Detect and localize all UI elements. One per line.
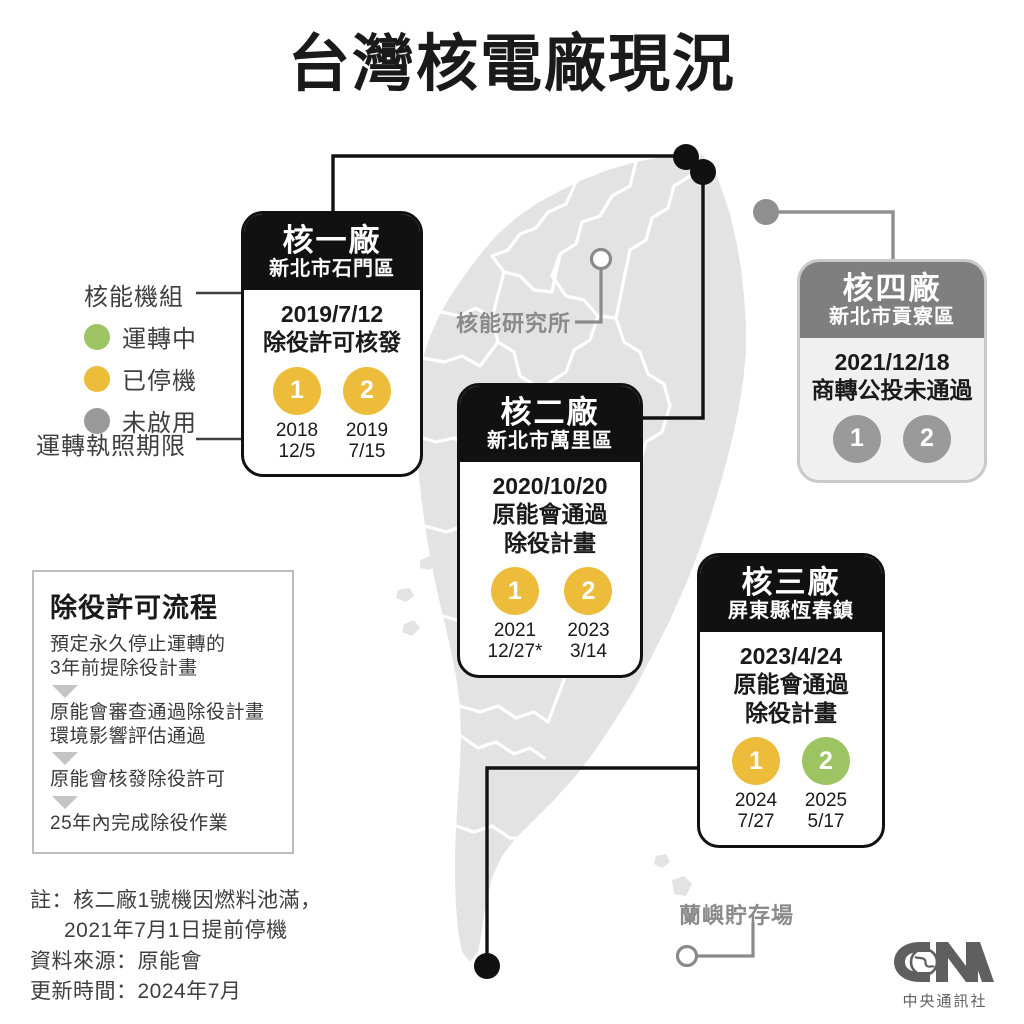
arrow-down-icon	[52, 795, 78, 809]
plant-card-3-status: 2023/4/24 原能會通過 除役計畫	[733, 642, 849, 726]
plant-card-2[interactable]: 核二廠 新北市萬里區 2020/10/20 原能會通過 除役計畫 1 2021 …	[457, 383, 643, 678]
map-marker-plant-4	[753, 199, 779, 225]
legend-swatch-green	[84, 323, 110, 350]
plant-card-1-unit-2[interactable]: 2 2019 7/15	[343, 366, 391, 463]
plant-card-2-status: 2020/10/20 原能會通過 除役計畫	[492, 472, 608, 556]
footnote-updated: 更新時間：2024年7月	[30, 980, 242, 1004]
plant-card-2-unit-1[interactable]: 1 2021 12/27*	[487, 567, 543, 663]
unit-license-date: 2025 5/17	[804, 790, 848, 833]
plant-card-4-location: 新北市貢寮區	[829, 306, 955, 329]
connector-plant-3	[485, 766, 700, 966]
unit-status-dot-shutdown: 2	[564, 567, 613, 616]
unit-license-date: 2018 12/5	[275, 419, 319, 462]
plant-card-4-units: 1 2	[808, 414, 976, 468]
map-marker-research-institute	[589, 247, 613, 271]
legend-label-operating: 運轉中	[122, 326, 197, 353]
connector-plant-4	[772, 210, 895, 262]
plant-card-1-status: 2019/7/12 除役許可核發	[263, 300, 401, 356]
legend-item-never-activated: 未啟用	[84, 403, 294, 438]
plant-card-2-units: 1 2021 12/27* 2 2023 3/14	[468, 567, 632, 663]
connector-plant-2	[640, 172, 705, 420]
footnotes: 註：核二廠1號機因燃料池滿， 2021年7月1日提前停機 資料來源：原能會 更新…	[30, 886, 322, 1008]
connector-orchid-island	[697, 922, 755, 958]
map-label-orchid-island-storage: 蘭嶼貯存場	[679, 903, 795, 928]
plant-card-2-body: 2020/10/20 原能會通過 除役計畫 1 2021 12/27* 2 20…	[460, 462, 640, 675]
process-step-1: 預定永久停止運轉的 3年前提除役計畫	[50, 634, 226, 680]
process-step-4: 25年內完成除役作業	[50, 812, 229, 834]
plant-card-1-name: 核一廠	[282, 223, 382, 258]
plant-card-1-unit-1[interactable]: 1 2018 12/5	[273, 366, 321, 463]
plant-card-3-body: 2023/4/24 原能會通過 除役計畫 1 2024 7/27 2 2025 …	[700, 632, 882, 845]
unit-status-dot-shutdown: 1	[490, 567, 539, 616]
plant-card-4[interactable]: 核四廠 新北市貢寮區 2021/12/18 商轉公投未通過 1 2	[797, 259, 987, 483]
decommission-process-box: 除役許可流程 預定永久停止運轉的 3年前提除役計畫 原能會審查通過除役計畫 環境…	[32, 570, 294, 854]
process-title: 除役許可流程	[50, 593, 218, 623]
unit-status-dot-shutdown: 1	[273, 366, 321, 415]
unit-status-dot-operating: 2	[802, 737, 850, 786]
plant-card-3-unit-1[interactable]: 1 2024 7/27	[732, 737, 780, 833]
legend: 核能機組 運轉中 已停機 未啟用	[84, 277, 294, 438]
plant-card-1-header: 核一廠 新北市石門區	[244, 214, 420, 290]
plant-card-3-unit-2[interactable]: 2 2025 5/17	[802, 737, 850, 833]
footnote-line-2: 2021年7月1日提前停機	[64, 919, 288, 943]
plant-card-3-name: 核三廠	[741, 565, 841, 600]
process-step-2: 原能會審查通過除役計畫 環境影響評估通過	[50, 701, 265, 747]
footnote-line-1: 註：核二廠1號機因燃料池滿，	[30, 889, 322, 912]
map-marker-plant-3	[474, 953, 500, 979]
legend-label-shutdown: 已停機	[122, 368, 197, 395]
unit-license-date: 2023 3/14	[567, 620, 610, 663]
cna-logo-name: 中央通訊社	[902, 993, 988, 1010]
legend-label-license-period: 運轉執照期限	[36, 433, 186, 460]
legend-item-operating: 運轉中	[84, 319, 294, 354]
plant-card-2-header: 核二廠 新北市萬里區	[460, 386, 640, 462]
page-title: 台灣核電廠現況	[287, 30, 736, 99]
connector-research-institute	[575, 268, 603, 324]
connector-plant-1	[331, 154, 685, 214]
arrow-down-icon	[52, 684, 78, 698]
plant-card-3[interactable]: 核三廠 屏東縣恆春鎮 2023/4/24 原能會通過 除役計畫 1 2024 7…	[697, 553, 885, 848]
plant-card-4-name: 核四廠	[842, 271, 942, 306]
unit-status-dot-shutdown: 2	[343, 366, 391, 415]
map-marker-plant-2	[690, 159, 716, 185]
unit-status-dot-inactive: 2	[903, 414, 951, 463]
plant-card-4-body: 2021/12/18 商轉公投未通過 1 2	[800, 338, 984, 480]
plant-card-4-status: 2021/12/18 商轉公投未通過	[811, 348, 973, 404]
legend-item-shutdown: 已停機	[84, 361, 294, 396]
unit-license-date: 2024 7/27	[734, 790, 778, 833]
legend-swatch-grey	[84, 407, 110, 434]
footnote-source: 資料來源：原能會	[30, 949, 202, 973]
legend-label-never-activated: 未啟用	[122, 410, 197, 437]
legend-title: 核能機組	[84, 284, 184, 311]
plant-card-1-location: 新北市石門區	[269, 258, 395, 281]
plant-card-3-location: 屏東縣恆春鎮	[728, 600, 854, 623]
plant-card-2-unit-2[interactable]: 2 2023 3/14	[564, 567, 613, 663]
unit-license-date: 2019 7/15	[345, 419, 389, 462]
plant-card-2-name: 核二廠	[500, 395, 600, 430]
unit-license-date: 2021 12/27*	[487, 620, 543, 663]
map-marker-orchid-island	[675, 944, 699, 968]
cna-mark-icon	[894, 942, 994, 982]
unit-status-dot-shutdown: 1	[732, 737, 780, 786]
plant-card-2-location: 新北市萬里區	[487, 430, 613, 453]
unit-status-dot-inactive: 1	[833, 414, 881, 463]
legend-swatch-yellow	[84, 365, 110, 392]
plant-card-3-header: 核三廠 屏東縣恆春鎮	[700, 556, 882, 632]
plant-card-1-units: 1 2018 12/5 2 2019 7/15	[252, 366, 412, 463]
map-marker-plant-1	[673, 144, 699, 170]
cna-logo: 中央通訊社	[886, 938, 1004, 1011]
plant-card-1-body: 2019/7/12 除役許可核發 1 2018 12/5 2 2019 7/15	[244, 290, 420, 475]
plant-card-4-unit-2[interactable]: 2	[903, 414, 951, 468]
plant-card-4-header: 核四廠 新北市貢寮區	[800, 262, 984, 338]
process-step-3: 原能會核發除役許可	[50, 769, 226, 791]
plant-card-3-units: 1 2024 7/27 2 2025 5/17	[708, 737, 874, 833]
map-label-research-institute: 核能研究所	[456, 311, 572, 336]
plant-card-1[interactable]: 核一廠 新北市石門區 2019/7/12 除役許可核發 1 2018 12/5 …	[241, 211, 423, 478]
plant-card-4-unit-1[interactable]: 1	[833, 414, 881, 468]
arrow-down-icon	[52, 752, 78, 766]
